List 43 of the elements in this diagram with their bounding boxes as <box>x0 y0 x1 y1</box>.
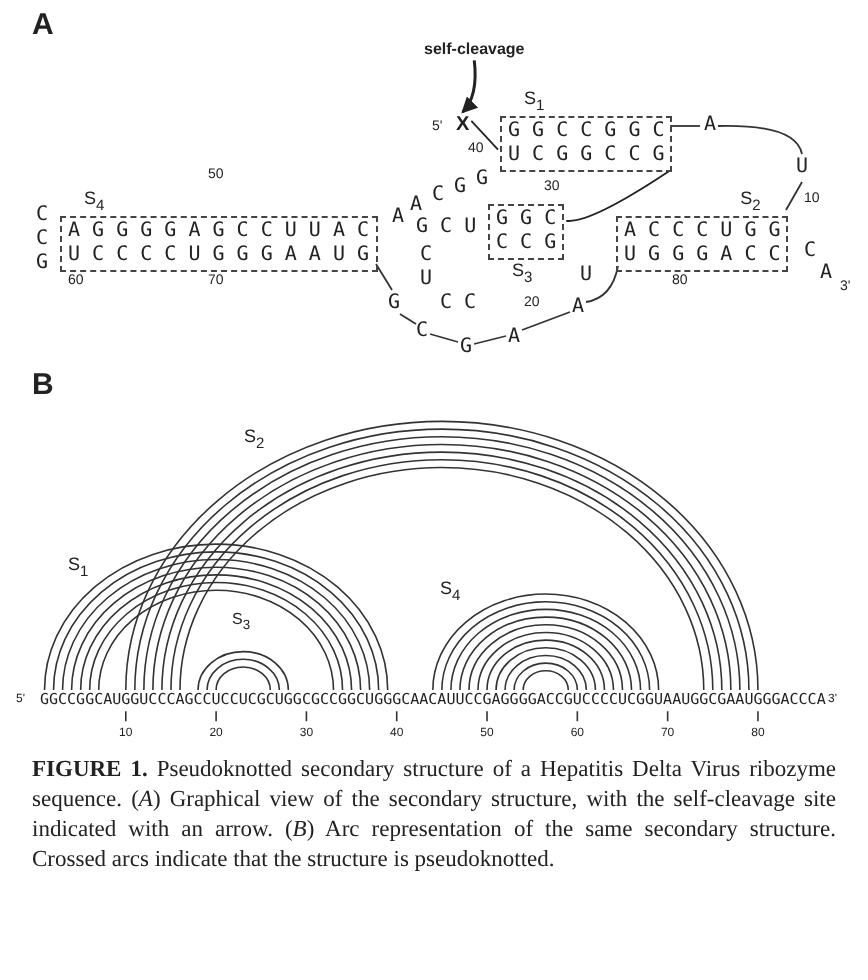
base-sequence: U C C C C U G G G A A U G <box>68 243 370 268</box>
nucleotide: A <box>572 296 585 319</box>
nucleotide-sequence: C C <box>440 292 477 315</box>
nucleotide: G <box>476 168 489 191</box>
nucleotide: C <box>420 244 433 267</box>
stem-label: S$_{3}$ <box>232 610 251 635</box>
nucleotide: A <box>410 194 423 217</box>
nucleotide: U <box>796 156 809 179</box>
nucleotide: G <box>460 336 473 359</box>
cleavage-site-mark: X <box>456 114 470 137</box>
panel-letter: B <box>32 368 54 403</box>
stem-label: S$_{3}$ <box>510 260 535 288</box>
nucleotide: C <box>36 228 49 251</box>
nucleotide: C <box>804 240 817 263</box>
nucleotide: C <box>36 204 49 227</box>
nucleotide: A <box>392 206 405 229</box>
nucleotide: U <box>420 268 433 291</box>
base-sequence: A G G G G A G C C U U A C <box>68 219 370 244</box>
nucleotide-sequence: G C U <box>416 216 477 239</box>
nucleotide: C <box>432 184 445 207</box>
panel-letter: A <box>32 8 54 43</box>
base-sequence: U C G G C C G <box>508 143 665 168</box>
stem-label: S$_{2}$ <box>244 426 265 453</box>
nucleotide: U <box>580 264 593 287</box>
callout-text: self-cleavage <box>424 40 525 59</box>
stem-label: S$_{2}$ <box>738 188 763 216</box>
base-sequence: G G C C G G C <box>508 119 665 144</box>
stem-label: S$_{1}$ <box>68 554 89 581</box>
base-sequence: G G C <box>496 208 557 232</box>
figure-caption: FIGURE 1. Pseudoknotted secondary structure of a Hepatitis Delta Virus ribozyme sequence. (A) Graphical view of the secondary structure, with the self-cleavage site indicated with an arrow. (B) Arc representation of the same secondary structure. Crossed arcs indicate that the structure is pseudoknotted. <box>32 756 836 876</box>
nucleotide: A <box>704 114 717 137</box>
base-sequence: C C G <box>496 232 557 256</box>
nucleotide: G <box>36 252 49 275</box>
nucleotide: G <box>388 292 401 315</box>
stem-label: S$_{1}$ <box>522 88 547 116</box>
base-sequence: U G G G A C C <box>624 243 781 268</box>
nucleotide: A <box>508 326 521 349</box>
stem-label: S$_{4}$ <box>440 578 461 605</box>
nucleotide: C <box>416 320 429 343</box>
stem-label: S$_{4}$ <box>82 188 107 216</box>
nucleotide: G <box>454 176 467 199</box>
base-sequence: A C C C U G G <box>624 219 781 244</box>
nucleotide: A <box>820 262 833 285</box>
